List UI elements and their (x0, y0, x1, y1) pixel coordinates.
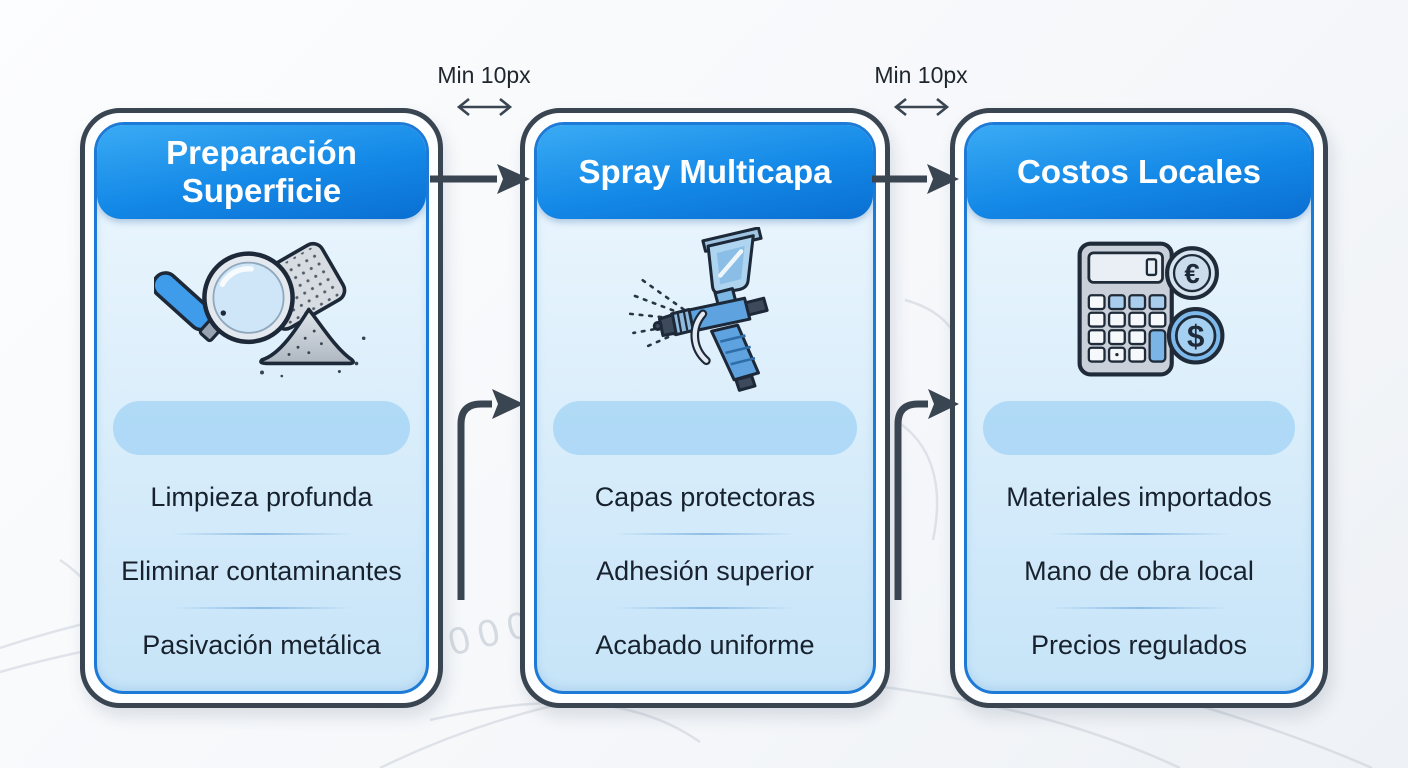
list-item: Eliminar contaminantes (121, 555, 402, 586)
spacing-label-1: Min 10px (437, 62, 531, 88)
card-item-list: Materiales importados Mano de obra local… (967, 455, 1311, 691)
divider (1049, 607, 1229, 609)
calculator-coins-icon: € $ (967, 219, 1311, 399)
card-title: Preparación Superficie (97, 125, 426, 219)
spray-gun-icon (537, 219, 873, 399)
divider (171, 607, 352, 609)
divider (171, 533, 352, 535)
highlight-pill (553, 401, 857, 455)
card-body: Costos Locales (964, 122, 1314, 694)
card-item-list: Limpieza profunda Eliminar contaminantes… (97, 455, 426, 691)
divider (615, 607, 795, 609)
divider (1049, 533, 1229, 535)
card-spray-multicapa: Spray Multicapa (520, 108, 890, 708)
magnifier-sandpaper-icon (97, 219, 426, 399)
card-preparacion-superficie: Preparación Superficie (80, 108, 443, 708)
svg-text:$: $ (1186, 318, 1203, 353)
card-item-list: Capas protectoras Adhesión superior Acab… (537, 455, 873, 691)
svg-text:€: € (1184, 258, 1199, 289)
card-title: Costos Locales (967, 125, 1311, 219)
list-item: Pasivación metálica (142, 629, 381, 660)
spacing-label-2: Min 10px (874, 62, 968, 88)
card-title: Spray Multicapa (537, 125, 873, 219)
list-item: Mano de obra local (1024, 555, 1254, 586)
list-item: Precios regulados (1030, 629, 1248, 660)
card-body: Preparación Superficie (94, 122, 429, 694)
list-item: Limpieza profunda (150, 481, 373, 512)
card-body: Spray Multicapa (534, 122, 876, 694)
highlight-pill (983, 401, 1295, 455)
list-item: Adhesión superior (596, 555, 814, 586)
divider (615, 533, 795, 535)
list-item: Capas protectoras (594, 481, 816, 512)
list-item: Materiales importados (1006, 481, 1272, 512)
card-costos-locales: Costos Locales (950, 108, 1328, 708)
list-item: Acabado uniforme (595, 629, 815, 660)
highlight-pill (113, 401, 410, 455)
